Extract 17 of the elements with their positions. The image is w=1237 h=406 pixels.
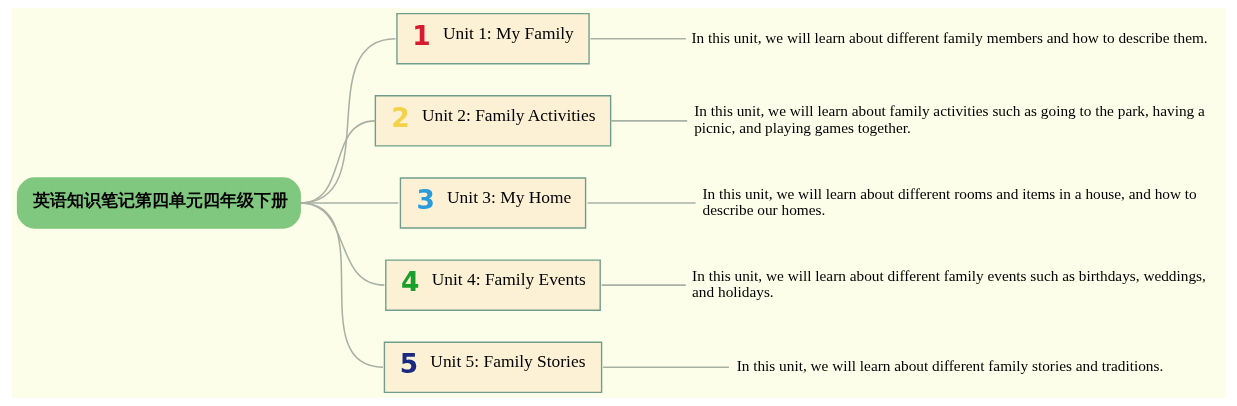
node-text: In this unit, we will learn about different family members and how to describe them. [690,28,1208,46]
connector [298,202,384,369]
node-text: In this unit, we will learn about different family events such as birthdays, weddings, and holidays. [691,266,1206,301]
connector [586,202,696,204]
node-box: 1 Unit 1: My Family [395,12,590,65]
node-box: 3 Unit 3: My Home [399,177,586,229]
node-text: In this unit, we will learn about family activities such as going to the park, having a picnic, and playing games together. [693,102,1205,137]
node-text: In this unit, we will learn about different rooms and items in a house, and how to describe our homes. [702,184,1197,219]
connector [589,37,687,40]
connector [609,120,688,122]
node-box: 2 Unit 2: Family Activities [374,95,611,147]
connector [601,366,730,369]
node-box: 英语知识笔记第四单元四年级下册 [16,177,301,229]
node-box: 4 Unit 4: Family Events [384,259,601,311]
node-text: In this unit, we will learn about different family stories and traditions. [736,357,1163,375]
node-box: 5 Unit 5: Family Stories [383,341,602,394]
connector [600,284,687,286]
